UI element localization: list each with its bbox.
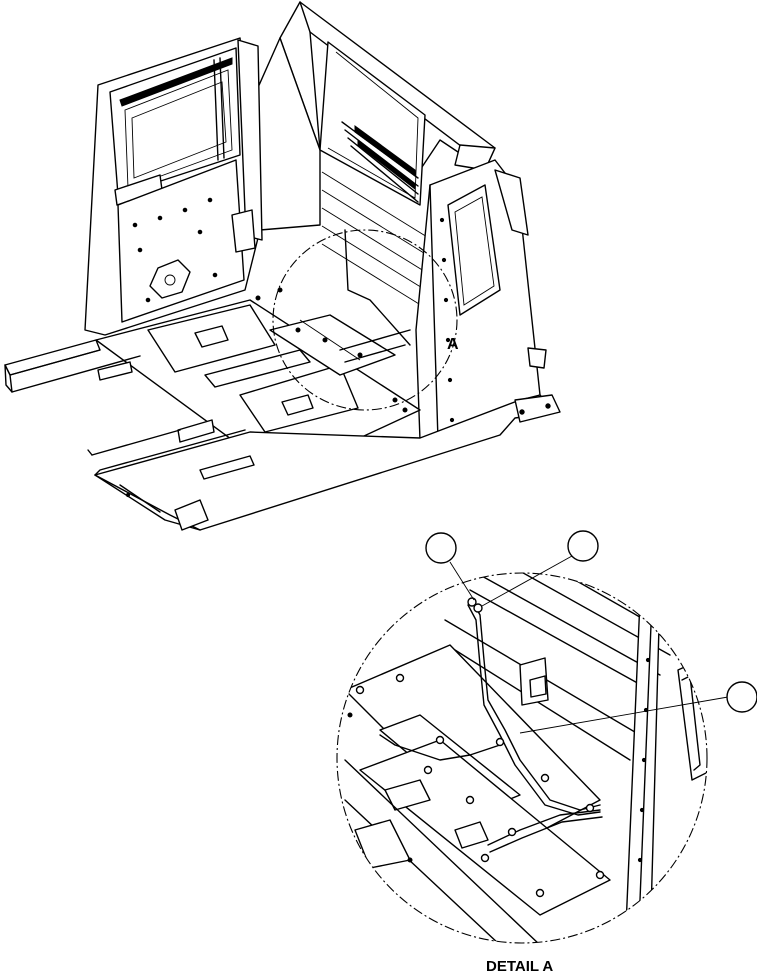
right-side-panel: [415, 159, 541, 441]
detail-a-marker: [272, 229, 458, 411]
detail-a-view: [336, 572, 708, 944]
rear-frame: [247, 1, 496, 313]
detail-a-boundary: [336, 572, 708, 944]
base-frame: [87, 347, 561, 531]
left-rail: [4, 339, 141, 393]
cab-assembly: [4, 1, 561, 531]
floor-plate: [95, 229, 421, 476]
callout-1: [425, 532, 457, 564]
detail-a-caption: DETAIL A: [486, 958, 554, 975]
louvers: [341, 121, 419, 203]
callout-2: [567, 530, 599, 562]
detail-a-label: A: [447, 336, 459, 353]
door-frame: [84, 37, 263, 336]
callouts: [425, 530, 757, 734]
callout-3: [726, 681, 757, 713]
